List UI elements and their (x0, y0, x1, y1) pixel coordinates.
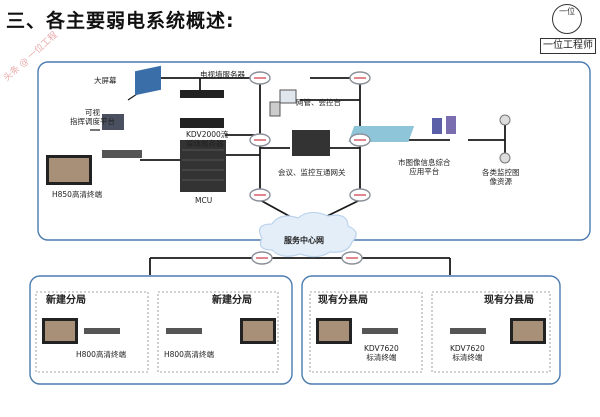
page-title: 三、各主要弱电系统概述: (6, 10, 235, 32)
terminal-icon (84, 328, 486, 334)
dispatch-pad-icon (102, 114, 124, 130)
kdv2000-server-icon (180, 118, 224, 128)
left-subpanel-2 (157, 291, 279, 373)
label-left-terminal-1: H800高清终端 (76, 350, 126, 359)
service-center-cloud (259, 211, 357, 258)
label-h850: H850高清终端 (52, 190, 102, 199)
brand-name: 一位工程师 (540, 38, 596, 54)
label-visual-dispatch: 可视 指挥调度平台 (70, 108, 115, 126)
label-left-bureau-2: 新建分局 (212, 295, 252, 306)
label-gateway: 会议、监控互通网关 (278, 168, 346, 177)
logo-emblem: 一位 (552, 4, 582, 34)
camera-icon (499, 114, 511, 126)
tv-icon (42, 318, 546, 344)
nms-monitor-icon (279, 89, 297, 104)
right-subpanel-1 (309, 291, 423, 373)
h850-terminal-icon (102, 150, 142, 158)
label-right-bureau-2: 现有分县局 (484, 295, 534, 306)
video-wall-icon (135, 65, 161, 96)
label-city-platform: 市图像信息综合 应用平台 (398, 158, 451, 176)
label-right-bureau-1: 现有分县局 (318, 295, 368, 306)
router-icon (249, 71, 371, 265)
label-left-terminal-2: H800高清终端 (164, 350, 214, 359)
label-tv-wall-server: 电视墙服务器 (200, 70, 245, 79)
label-cameras: 各类监控图 像资源 (482, 168, 520, 186)
label-kdv2000: KDV2000流 媒体服务器 (186, 130, 229, 148)
label-right-terminal-2: KDV7620 标清终端 (450, 344, 485, 362)
label-video-wall: 大屏幕 (94, 76, 117, 85)
camera-icon (499, 152, 511, 164)
right-group-panel (301, 275, 561, 385)
gateway-icon (292, 130, 330, 156)
right-subpanel-2 (431, 291, 551, 373)
label-service-center: 服务中心网 (284, 236, 324, 245)
label-left-bureau-1: 新建分局 (46, 295, 86, 306)
label-nms: 网管、会控台 (296, 98, 341, 107)
label-mcu: MCU (195, 196, 213, 205)
brand-logo: 一位 一位工程师 (540, 4, 596, 56)
left-group-panel (29, 275, 293, 385)
left-subpanel-1 (35, 291, 149, 373)
tv-wall-server-icon (180, 90, 224, 98)
label-right-terminal-1: KDV7620 标清终端 (364, 344, 399, 362)
mcu-icon (180, 140, 226, 192)
